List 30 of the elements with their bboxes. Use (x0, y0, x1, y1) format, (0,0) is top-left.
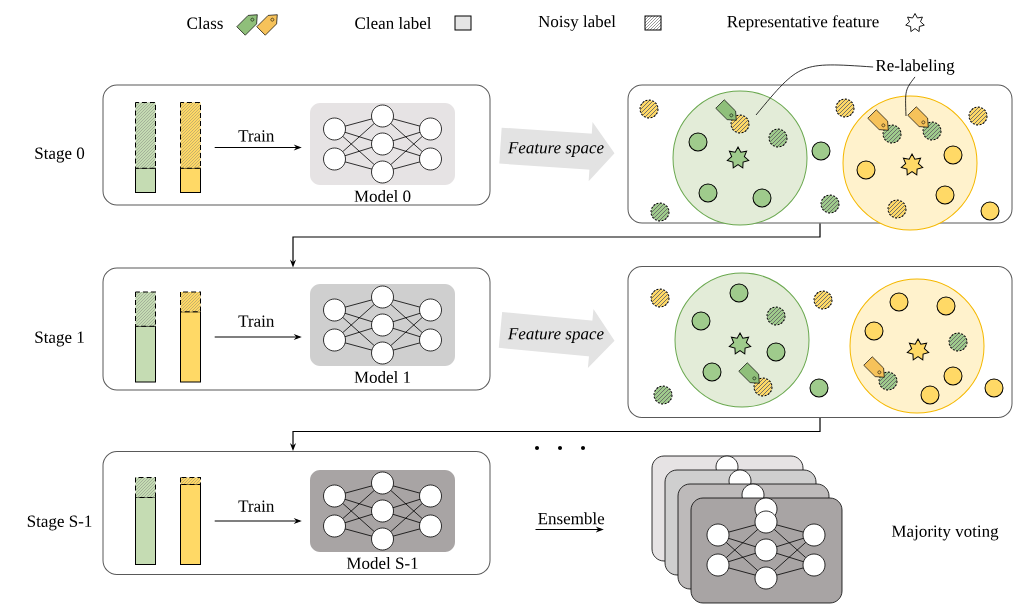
model-label: Model S-1 (346, 557, 418, 569)
legend-label: Clean label (355, 17, 432, 29)
caption-text: Majority voting (891, 525, 999, 541)
label-bars-drawing (135, 292, 156, 383)
feature-space-panel (627, 266, 1013, 418)
label-bars-drawing (180, 477, 201, 485)
label-bars-drawing (135, 291, 201, 383)
callout-text: Re-labeling (875, 59, 955, 75)
leader-line (755, 64, 874, 116)
edge-label: Train (237, 499, 276, 513)
label-bars-drawing (135, 477, 156, 565)
edge-label: Train (237, 314, 276, 328)
model-label: Model 1 (354, 371, 411, 383)
edge-label: Ensemble (536, 511, 606, 526)
edge-label: Train (237, 129, 276, 143)
legend-label: Representative feature (727, 15, 879, 31)
label-bars-drawing (135, 102, 156, 193)
legend-label: Class (187, 17, 223, 29)
label-bars-drawing (180, 291, 201, 313)
feature-space-panel (627, 84, 1013, 224)
stage-label: Stage 1 (35, 331, 84, 347)
stage-label: Stage 0 (35, 147, 85, 163)
edge-label: Feature space (506, 327, 606, 344)
edge-label: Feature space (506, 141, 606, 158)
label-bars-drawing (135, 477, 201, 565)
model-label: Model 0 (354, 190, 411, 202)
label-bars-drawing (180, 102, 201, 169)
legend-label: Noisy label (538, 15, 616, 31)
label-bars-drawing (135, 102, 201, 193)
stage-label: Stage S-1 (27, 515, 92, 531)
